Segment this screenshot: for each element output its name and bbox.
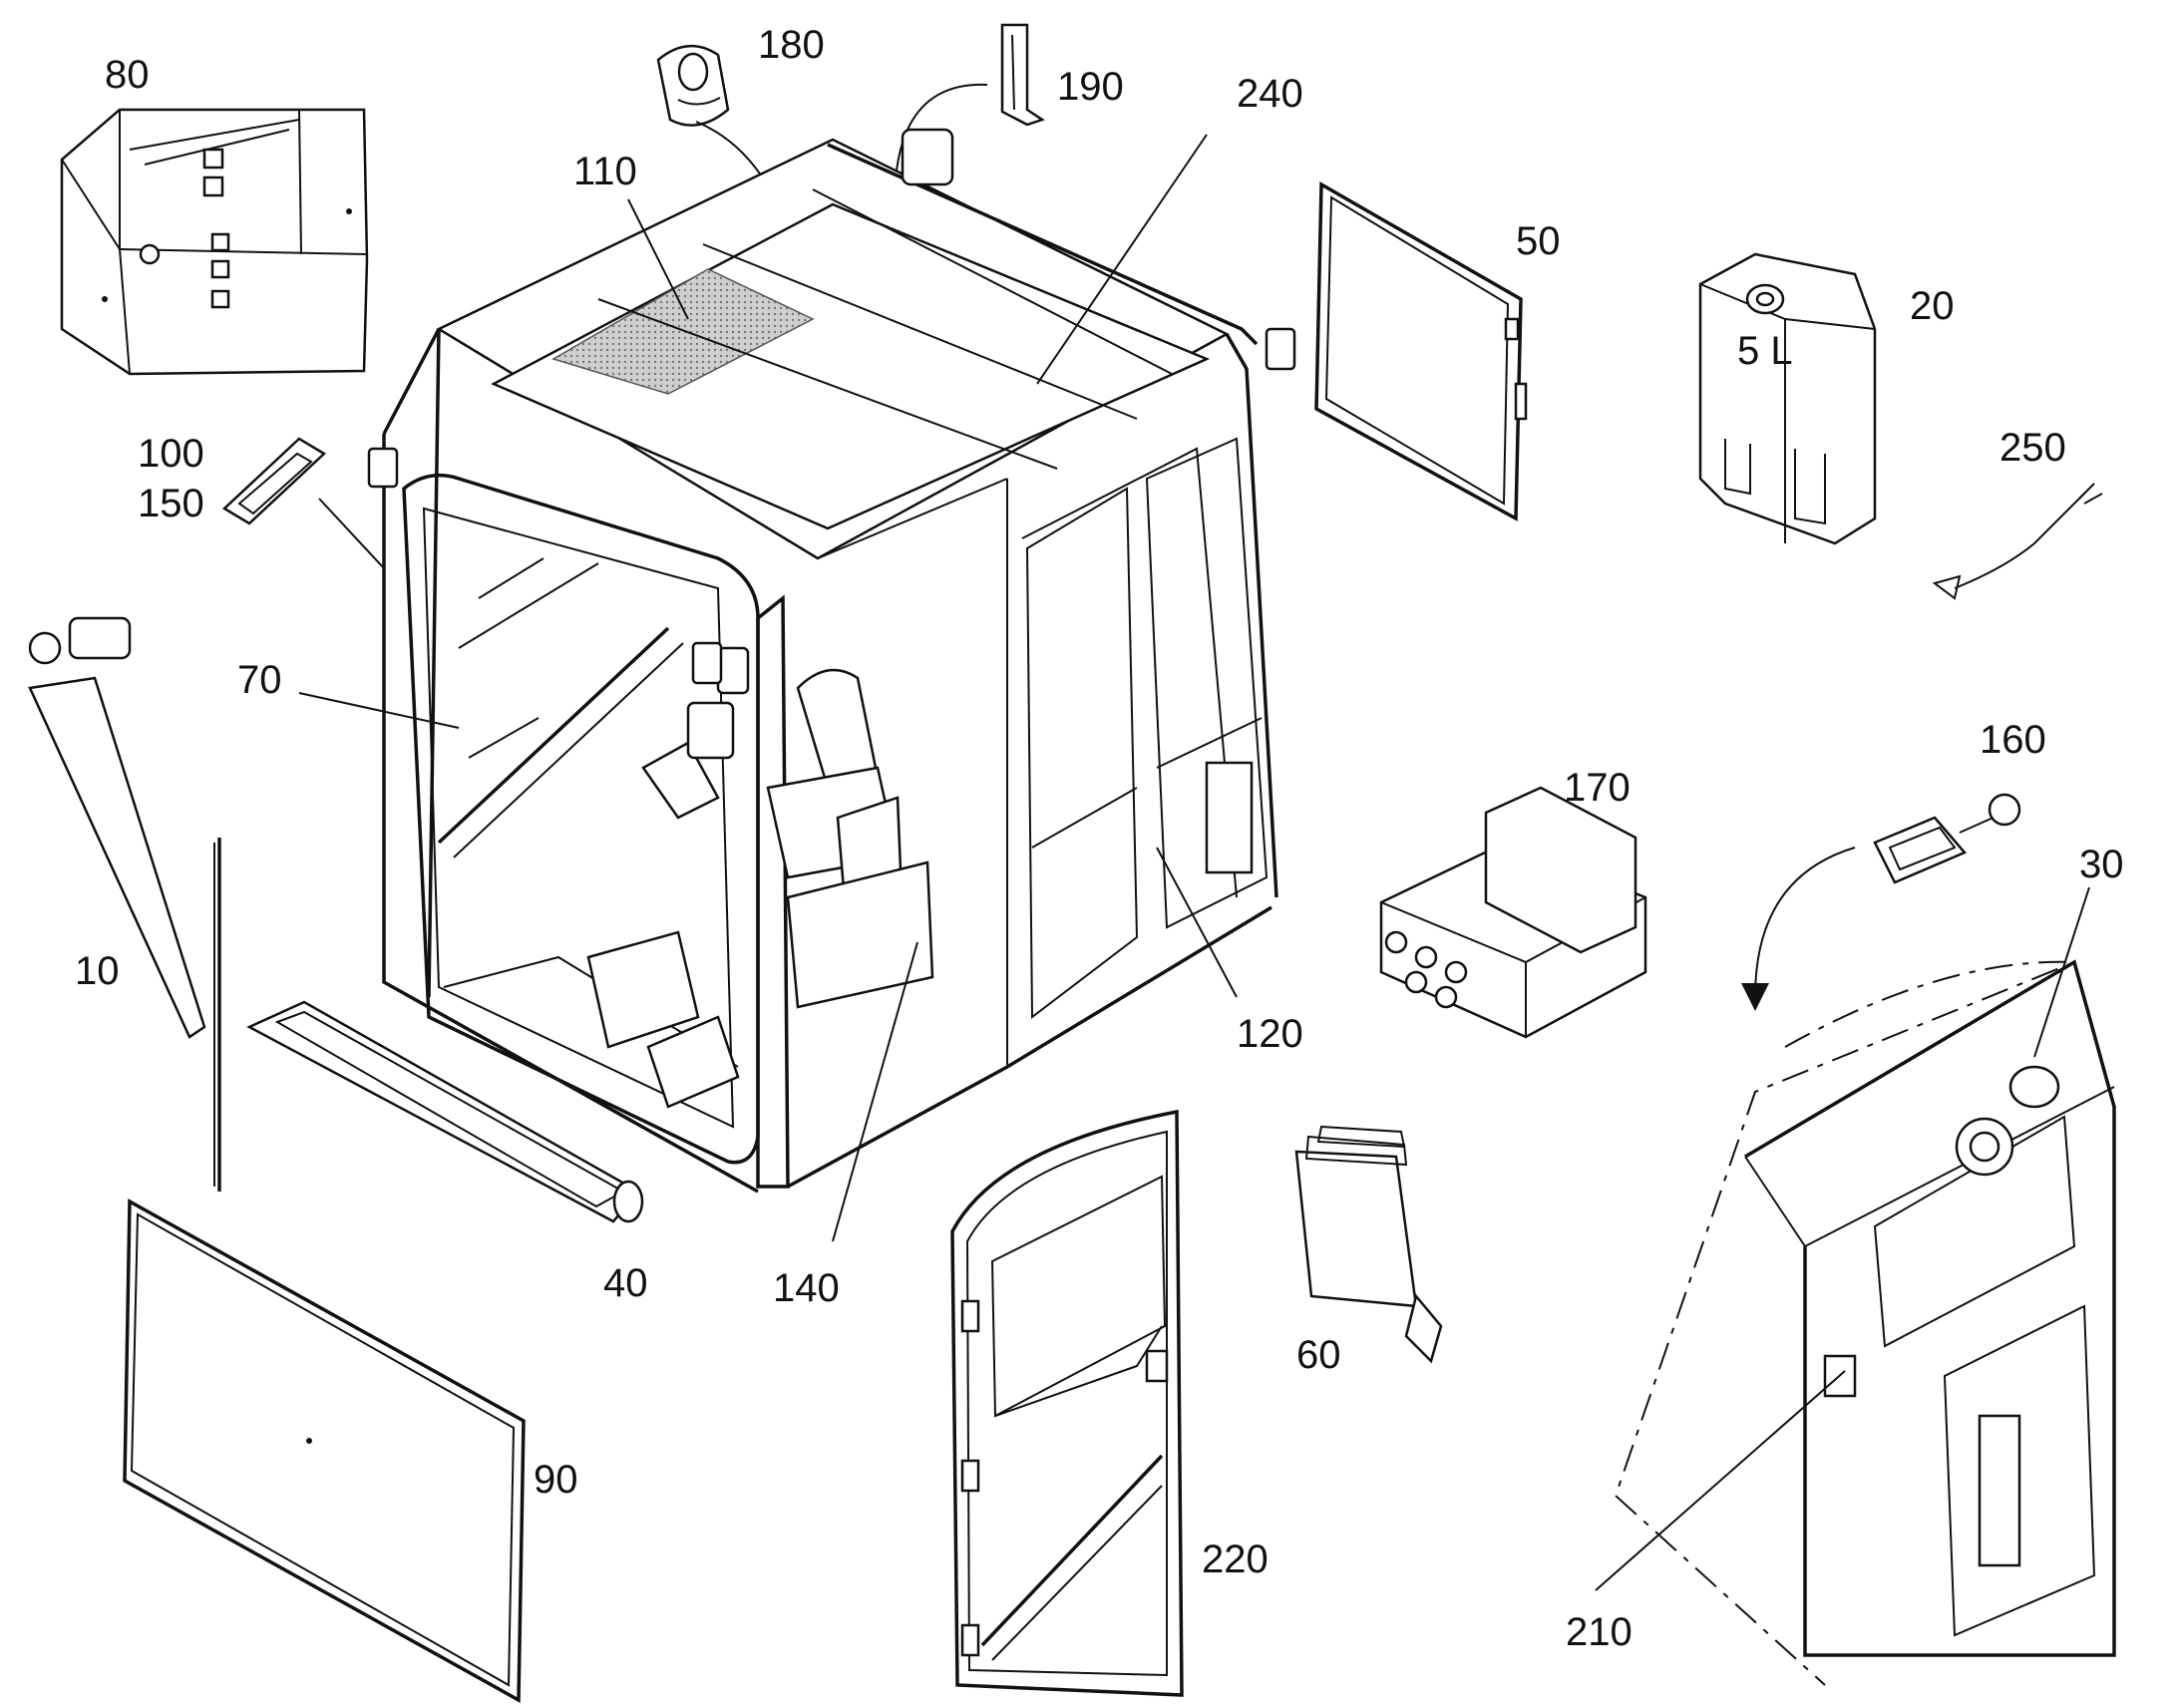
label-210: 210 — [1566, 1610, 1633, 1654]
label-70: 70 — [237, 658, 282, 702]
label-160: 160 — [1980, 718, 2046, 762]
part-220-cab-door — [950, 1109, 1184, 1697]
part-190-grab-handle — [1000, 23, 1045, 127]
part-180-handle — [656, 44, 730, 127]
part-250-wire-harness — [1932, 483, 2103, 600]
label-120: 120 — [1237, 1012, 1303, 1056]
label-60: 60 — [1296, 1333, 1341, 1377]
part-20-washer-tank: 5 L — [1698, 252, 1877, 545]
label-240: 240 — [1237, 72, 1303, 116]
leader-120 — [1156, 847, 1238, 998]
label-30: 30 — [2079, 843, 2124, 886]
label-110: 110 — [573, 150, 637, 193]
part-100-150-interior-light — [221, 437, 385, 569]
leader-70 — [298, 692, 460, 729]
part-80-electrical-box — [60, 108, 369, 376]
label-20: 20 — [1910, 284, 1955, 328]
label-100: 100 — [138, 432, 204, 476]
part-40-defroster-duct — [246, 1000, 644, 1223]
part-10-wiper-assembly — [28, 616, 221, 1192]
leader-210 — [1595, 1370, 1846, 1591]
label-80: 80 — [105, 53, 150, 97]
leader-140 — [832, 941, 918, 1242]
leader-30 — [2033, 886, 2090, 1058]
label-140: 140 — [773, 1266, 840, 1310]
arrow-160 — [1741, 847, 1856, 1011]
part-60-seat-cushion — [1294, 1125, 1443, 1364]
part-170-hvac-unit — [1379, 786, 1647, 1039]
label-250: 250 — [1999, 426, 2066, 470]
label-170: 170 — [1564, 766, 1631, 810]
tank-capacity-marking: 5 L — [1737, 329, 1793, 373]
leader-240 — [1036, 134, 1208, 385]
leader-110 — [627, 198, 689, 320]
part-50-window-panel — [1314, 181, 1528, 521]
label-190: 190 — [1057, 65, 1124, 109]
label-90: 90 — [534, 1458, 578, 1502]
label-50: 50 — [1516, 219, 1561, 263]
part-160-control-panel — [1873, 793, 2021, 884]
part-30-rear-console — [1614, 959, 2116, 1686]
label-40: 40 — [603, 1261, 648, 1305]
label-180: 180 — [758, 23, 825, 67]
label-150: 150 — [138, 482, 204, 525]
label-220: 220 — [1202, 1537, 1269, 1581]
main-cab — [367, 128, 1296, 1194]
part-90-sun-blind — [123, 1198, 526, 1703]
label-10: 10 — [75, 949, 120, 993]
